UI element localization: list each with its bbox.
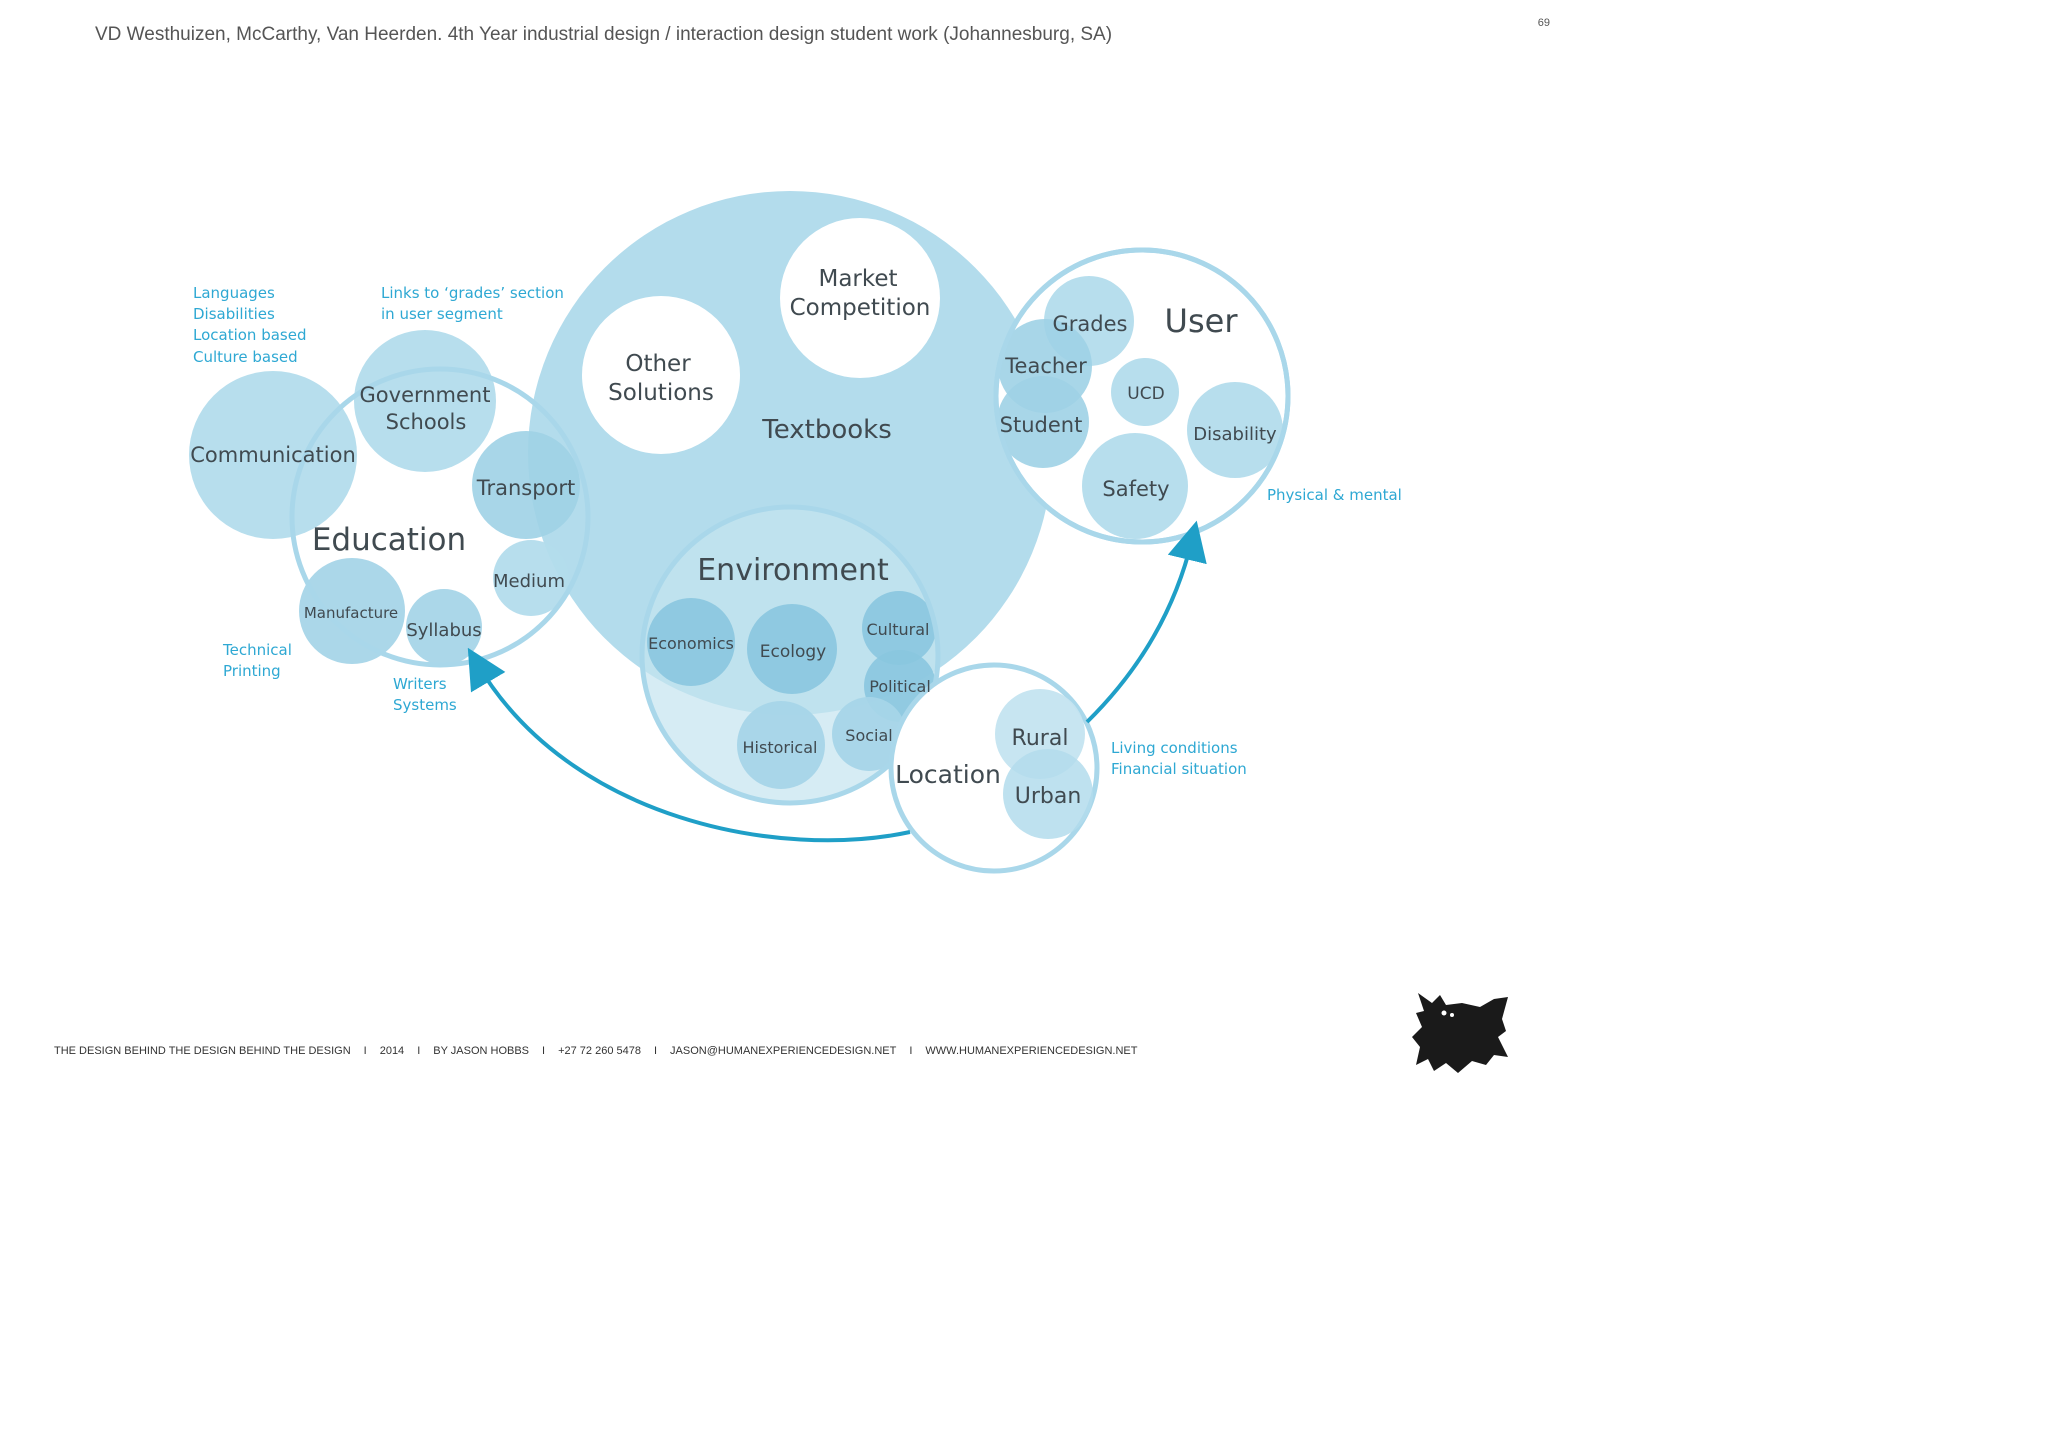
market-competition-circle [780,218,940,378]
government-schools-label-2: Schools [386,410,467,434]
annotation-living-conditions: Living conditions [1111,739,1238,757]
communication-circle [189,371,357,539]
footer-email: JASON@HUMANEXPERIENCEDESIGN.NET [670,1045,897,1057]
historical-label: Historical [743,738,818,757]
footer-year: 2014 [379,1045,405,1057]
grades-label: Grades [1053,312,1128,336]
safety-label: Safety [1102,477,1169,501]
annotation-culture-based: Culture based [193,348,298,366]
location-title: Location [895,760,1001,789]
teacher-label: Teacher [1004,354,1087,378]
education-ring [289,366,591,668]
medium-circle [493,540,569,616]
manufacture-label: Manufacture [304,604,398,622]
disability-circle [1187,382,1283,478]
economics-label: Economics [648,634,734,653]
footer-separator: I [417,1045,421,1057]
historical-circle [737,701,825,789]
annotation-writers: Writers [393,675,447,693]
annotation-systems: Systems [393,696,457,714]
page-number: 69 [1537,17,1550,29]
cultural-circle [862,591,936,665]
user-ring-outline [993,247,1291,545]
annotation-physical-mental: Physical & mental [1267,486,1402,504]
creature-logo-icon [1412,993,1508,1073]
cultural-label: Cultural [867,620,930,639]
transport-label: Transport [476,476,576,500]
other-solutions-label-2: Solutions [608,380,714,406]
transport-circle [472,431,580,539]
student-label: Student [1000,413,1083,437]
student-circle [997,376,1089,468]
footer-separator: I [653,1045,658,1057]
location-to-education-arrow [467,647,911,843]
ucd-circle [1111,358,1179,426]
footer-author: BY JASON HOBBS [433,1045,530,1057]
footer-book-title: THE DESIGN BEHIND THE DESIGN BEHIND THE … [54,1045,351,1057]
annotation-location-based: Location based [193,326,307,344]
concept-diagram: Textbooks Market Competition Other Solut… [189,191,1402,874]
rural-label: Rural [1012,726,1069,751]
ucd-label: UCD [1127,384,1164,404]
location-to-user-arrow [1085,520,1207,724]
syllabus-label: Syllabus [406,620,481,641]
government-schools-circle [354,330,496,472]
ecology-label: Ecology [760,642,826,662]
social-label: Social [845,726,892,745]
safety-circle [1082,433,1188,539]
user-title: User [1165,302,1239,340]
footer: THE DESIGN BEHIND THE DESIGN BEHIND THE … [54,1045,1138,1057]
economics-circle [647,598,735,686]
other-solutions-circle [582,296,740,454]
annotation-disabilities: Disabilities [193,305,275,323]
footer-separator: I [542,1045,546,1057]
footer-website: WWW.HUMANEXPERIENCEDESIGN.NET [925,1045,1138,1057]
textbooks-label: Textbooks [761,415,892,445]
environment-title: Environment [697,553,889,588]
annotation-printing: Printing [223,662,281,680]
syllabus-circle [406,589,482,665]
page-title: VD Westhuizen, McCarthy, Van Heerden. 4t… [95,24,1113,45]
medium-label: Medium [493,571,565,592]
communication-label: Communication [190,443,356,467]
social-circle [832,697,906,771]
footer-phone: +27 72 260 5478 [558,1045,641,1057]
footer-separator: I [363,1045,367,1057]
ecology-circle [747,604,837,694]
annotation-user-segment: in user segment [381,305,503,323]
annotation-financial-situation: Financial situation [1111,760,1247,778]
annotation-languages: Languages [193,284,275,302]
other-solutions-label-1: Other [625,351,691,377]
environment-ring [639,504,941,806]
education-title: Education [312,522,466,558]
government-schools-label-1: Government [360,383,491,407]
annotation-technical: Technical [222,641,292,659]
urban-label: Urban [1015,784,1082,809]
market-competition-label-2: Competition [790,295,931,321]
political-label: Political [869,677,931,696]
disability-label: Disability [1193,424,1277,445]
urban-circle [1003,749,1093,839]
annotation-links-grades: Links to ‘grades’ section [381,284,564,302]
market-competition-label-1: Market [818,266,897,292]
footer-separator: I [909,1045,913,1057]
manufacture-circle [299,558,405,664]
